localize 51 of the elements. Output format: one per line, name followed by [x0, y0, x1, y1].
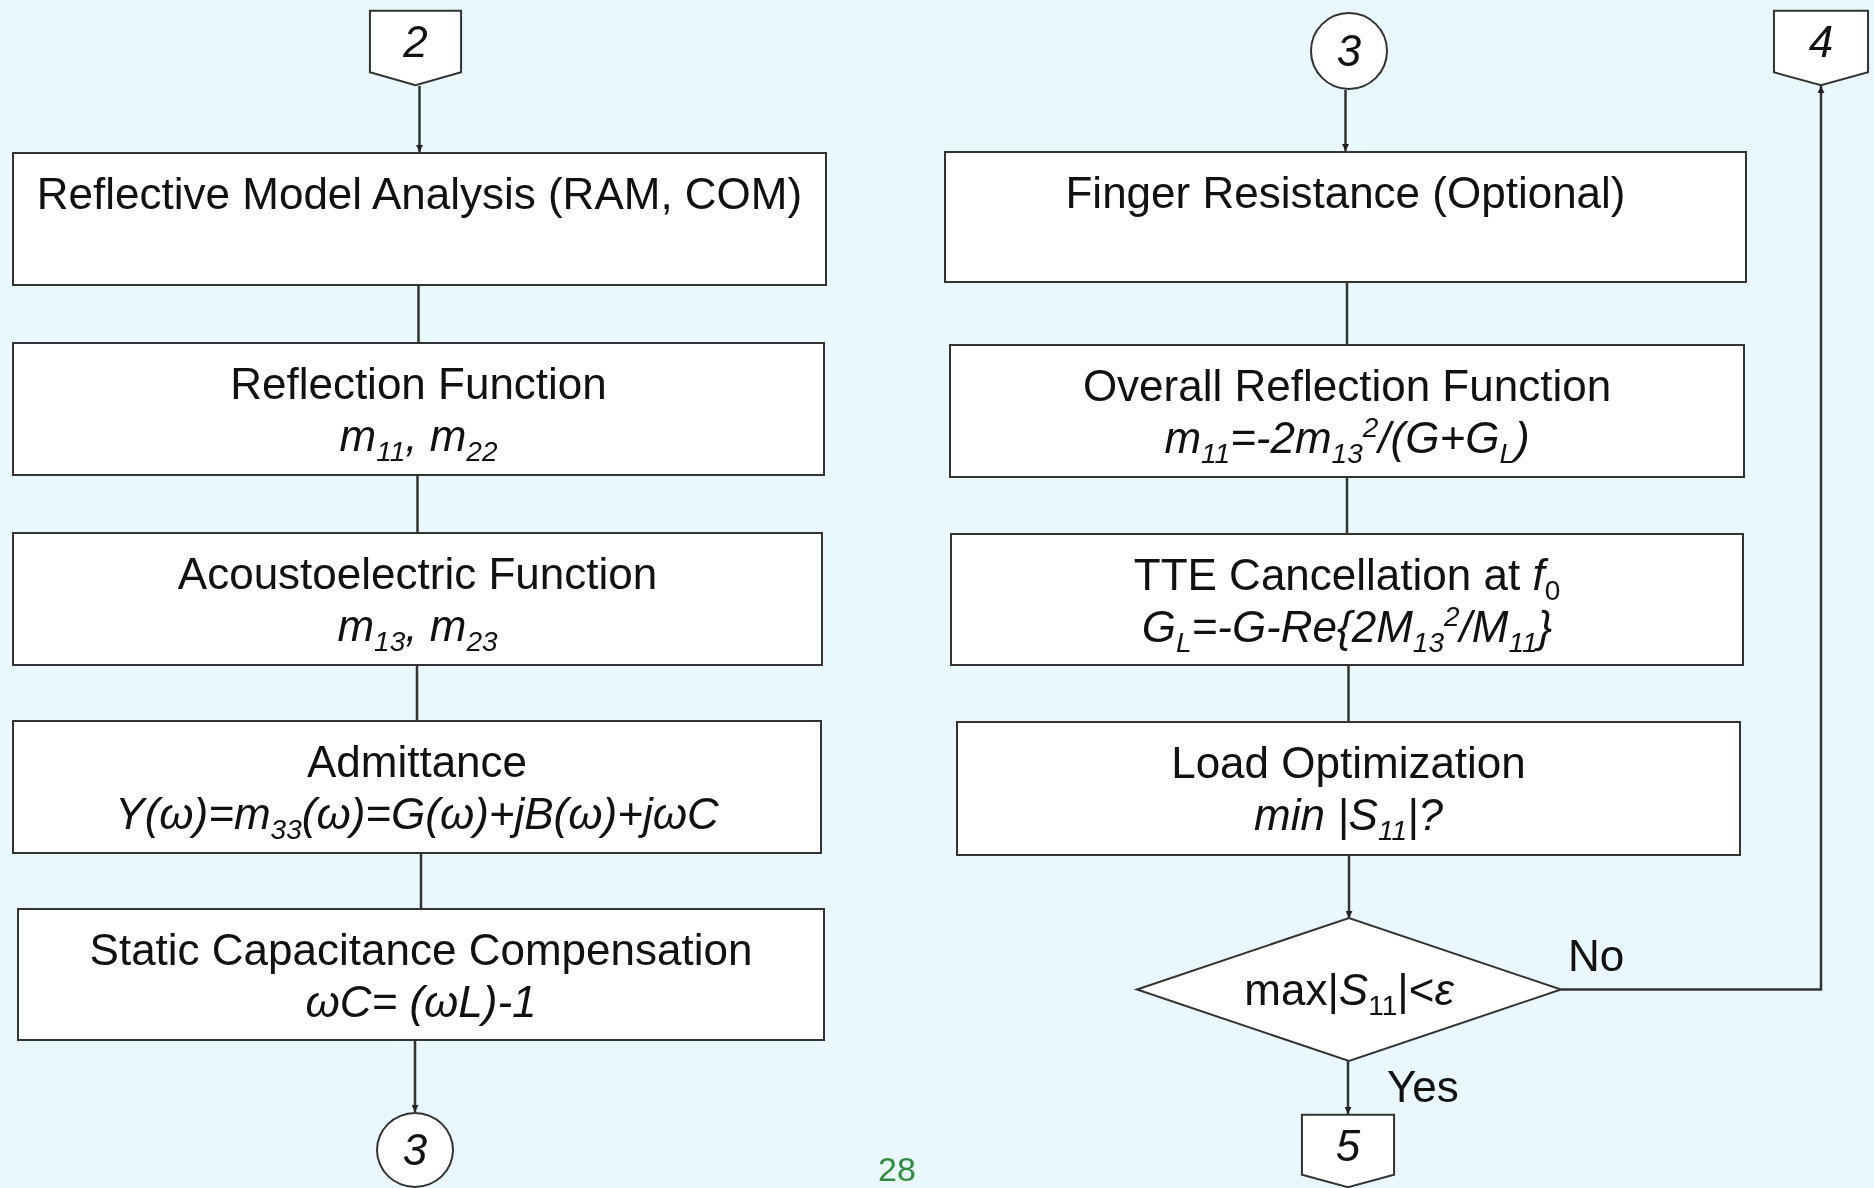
arrow [1342, 90, 1349, 151]
connector-line [415, 666, 419, 720]
edge-label: Yes [1387, 1062, 1459, 1112]
page-number: 28 [878, 1150, 916, 1188]
off-page-connector [1773, 10, 1869, 86]
connector-line [1345, 478, 1349, 533]
step-title: TTE Cancellation at f$_{0}$ [1133, 549, 1561, 601]
connector-number: 4 [1808, 16, 1834, 68]
arrow [1561, 86, 1825, 991]
step-title: Reflective Model Analysis (RAM, COM) [36, 168, 803, 220]
formula-text: m$_{11}$=-2m$_{13}$$^{2}$/(G+G$_{L}$) [1164, 412, 1530, 464]
arrow [416, 86, 423, 152]
formula-text: m$_{13}$, m$_{23}$ [337, 600, 498, 652]
formula-text: m$_{11}$, m$_{22}$ [339, 410, 498, 462]
process-box [12, 720, 822, 854]
process-box [944, 151, 1747, 283]
condition-text: max|S$_{11}$|<ε [1244, 963, 1454, 1016]
process-box [12, 152, 827, 286]
arrow [411, 1041, 419, 1112]
step-title: Overall Reflection Function [1082, 360, 1612, 412]
edge-label: No [1568, 931, 1625, 981]
process-box [949, 344, 1745, 478]
connector-line [1347, 666, 1350, 721]
step-title: Finger Resistance (Optional) [1065, 167, 1626, 219]
off-page-connector [369, 10, 462, 86]
connector-line [416, 476, 419, 532]
step-title: Static Capacitance Compensation [89, 924, 753, 976]
connector-line [419, 854, 423, 908]
connector-line [417, 286, 420, 342]
connector-number: 3 [402, 1124, 428, 1176]
connector-number: 5 [1335, 1120, 1361, 1172]
formula-text: Y(ω)=m$_{33}$(ω)=G(ω)+jB(ω)+jωC [115, 788, 719, 840]
step-title: Admittance [306, 736, 528, 788]
step-title: Load Optimization [1171, 737, 1526, 789]
process-box [12, 532, 823, 666]
process-box [950, 533, 1744, 666]
formula-text: ωC= (ωL)-1 [305, 976, 537, 1028]
step-title: Acoustoelectric Function [177, 548, 658, 600]
decision-diamond [1137, 918, 1561, 1061]
arrow [1345, 856, 1353, 918]
process-box [12, 342, 825, 476]
step-title: Reflection Function [230, 358, 607, 410]
process-box [956, 721, 1741, 856]
connector-line [1345, 283, 1349, 344]
arrow [1344, 1061, 1352, 1114]
process-box [17, 908, 825, 1041]
formula-text: G$_{L}$=-G-Re{2M$_{13}$$^{2}$/M$_{11}$} [1141, 601, 1553, 653]
connector-number: 3 [1336, 25, 1362, 77]
connector-number: 2 [403, 16, 428, 68]
off-page-connector [1301, 1114, 1395, 1188]
formula-text: min |S$_{11}$|? [1254, 789, 1443, 841]
